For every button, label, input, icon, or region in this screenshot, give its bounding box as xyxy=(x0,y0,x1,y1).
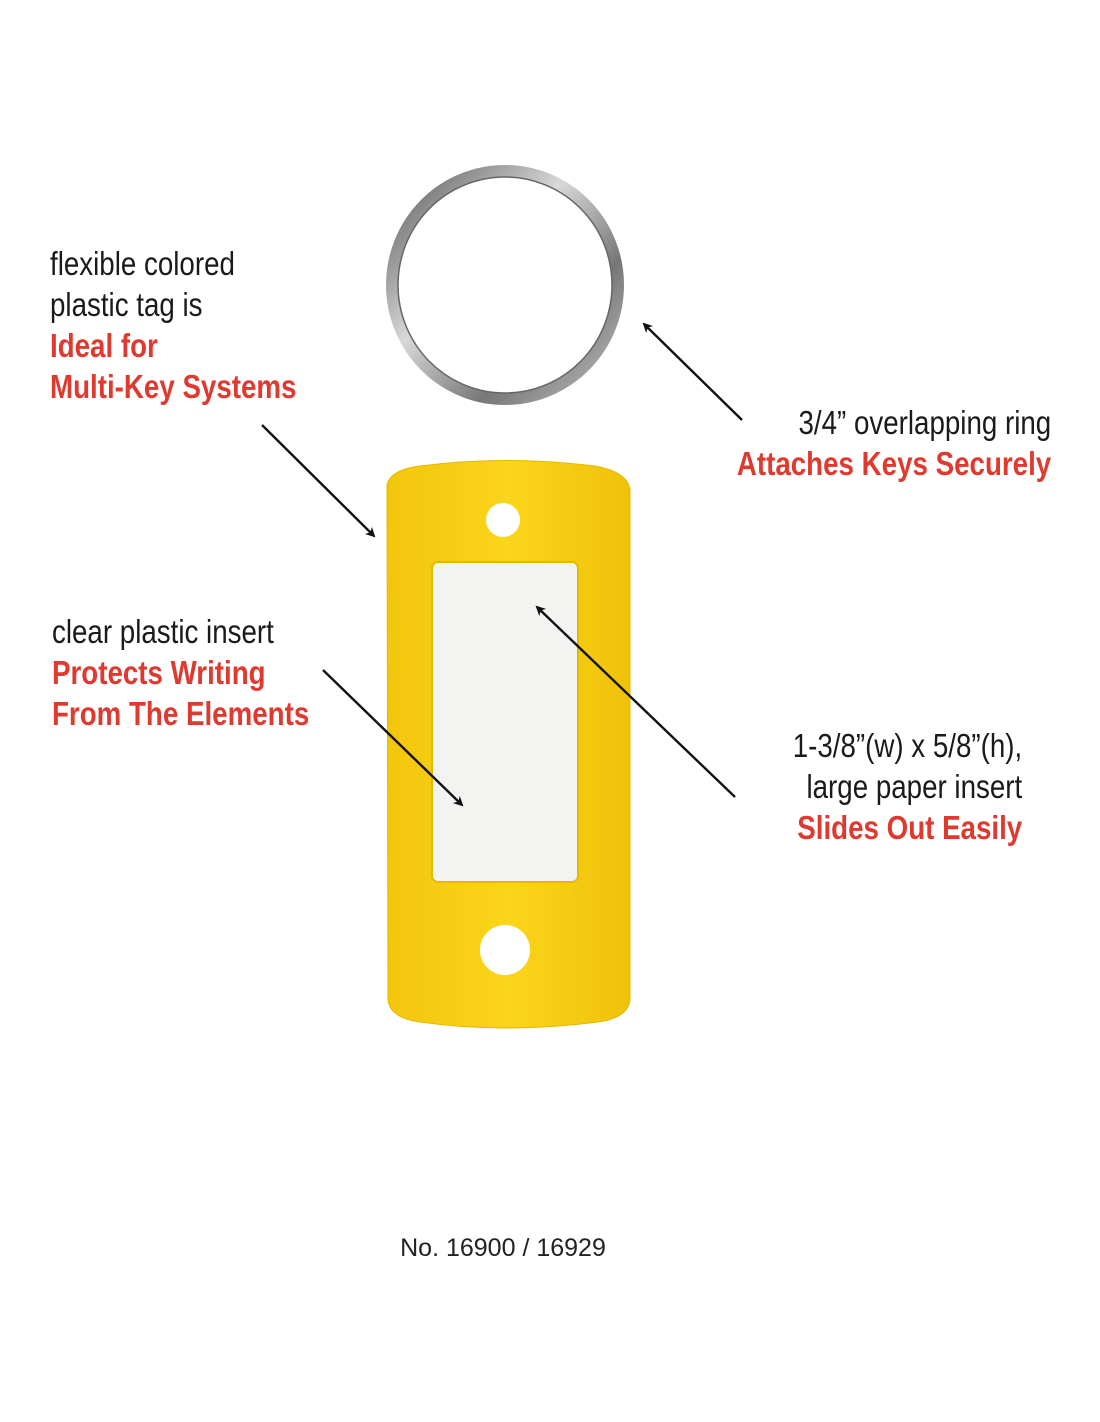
paper-insert-window xyxy=(431,561,579,883)
ring-arrow xyxy=(642,322,743,421)
ring-callout: 3/4” overlapping ring Attaches Keys Secu… xyxy=(737,402,1051,484)
callout-text: 3/4” overlapping ring xyxy=(798,404,1051,441)
tag-arrow xyxy=(261,424,376,538)
callout-highlight: Attaches Keys Securely xyxy=(736,445,1051,482)
callout-highlight: Multi-Key Systems xyxy=(50,368,297,405)
paper-arrow xyxy=(535,605,736,798)
bottom-hole xyxy=(480,925,530,975)
tag-callout: flexible colored plastic tag is Ideal fo… xyxy=(50,243,296,407)
callout-text: plastic tag is xyxy=(50,286,203,323)
yellow-key-tag xyxy=(386,460,631,1029)
callout-highlight: From The Elements xyxy=(52,695,310,732)
insert-arrow xyxy=(322,669,464,807)
callout-text: clear plastic insert xyxy=(52,613,274,650)
callout-arrows xyxy=(261,322,743,807)
callout-highlight: Protects Writing xyxy=(52,654,266,691)
callout-text: large paper insert xyxy=(806,768,1022,805)
callout-text: flexible colored xyxy=(50,245,235,282)
key-ring xyxy=(386,165,624,405)
top-hole xyxy=(486,503,520,537)
callout-highlight: Slides Out Easily xyxy=(797,809,1022,846)
callout-text: 1-3/8”(w) x 5/8”(h), xyxy=(792,727,1022,764)
callout-highlight: Ideal for xyxy=(50,327,158,364)
paper-callout: 1-3/8”(w) x 5/8”(h), large paper insert … xyxy=(792,725,1022,848)
model-number: No. 16900 / 16929 xyxy=(400,1234,606,1262)
insert-callout: clear plastic insert Protects Writing Fr… xyxy=(52,611,309,734)
